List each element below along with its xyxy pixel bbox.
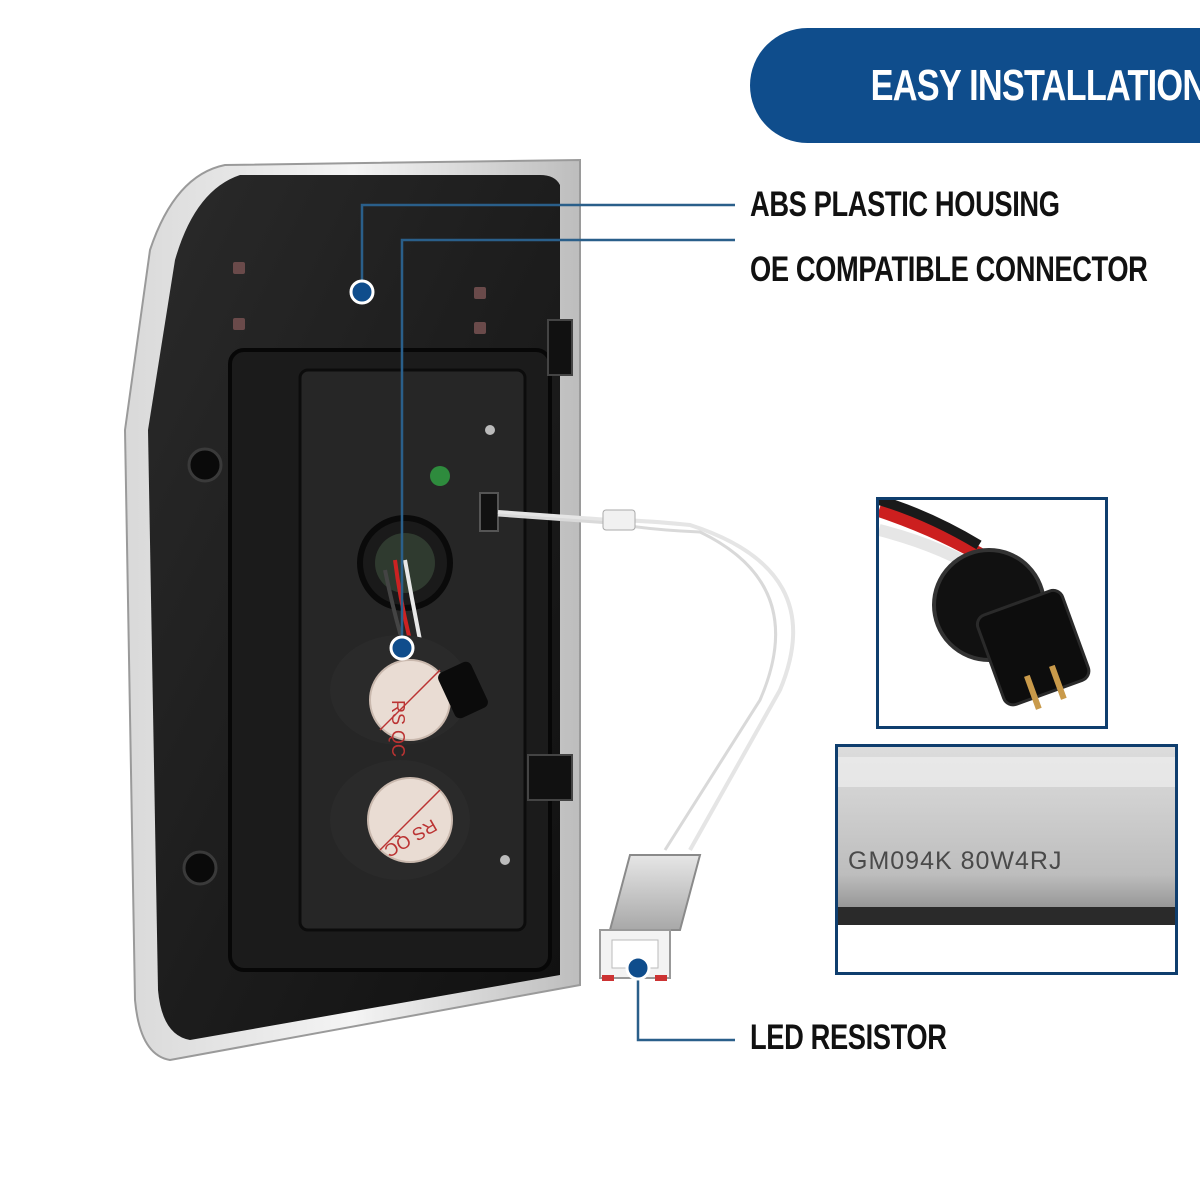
- pin: [474, 322, 486, 334]
- callout-label-connector: OE COMPATIBLE CONNECTOR: [750, 250, 1148, 289]
- callout-line-resistor: [636, 968, 735, 1042]
- connector-closeup-image: [879, 500, 1105, 726]
- part-number-text: GM094K 80W4RJ: [848, 847, 1063, 875]
- mount-stud-top: [187, 447, 223, 483]
- callout-dot-connector: [389, 635, 415, 661]
- side-tab: [547, 319, 573, 376]
- callout-line-housing: [360, 203, 735, 292]
- callout-dot-resistor: [625, 955, 651, 981]
- led-resistor: [608, 854, 702, 931]
- inset-part-number: GM094K 80W4RJ: [835, 744, 1178, 975]
- pin: [474, 287, 486, 299]
- callout-dot-housing: [349, 279, 375, 305]
- pin: [233, 318, 245, 330]
- callout-label-housing: ABS PLASTIC HOUSING: [750, 185, 1060, 224]
- green-qc-sticker: [430, 466, 450, 486]
- oe-connector: [438, 661, 488, 719]
- callout-label-resistor: LED RESISTOR: [750, 1018, 947, 1057]
- svg-text:RS QC: RS QC: [388, 700, 408, 757]
- side-tab: [527, 754, 573, 801]
- mount-stud-bottom: [182, 850, 218, 886]
- callout-line-connector: [400, 238, 735, 648]
- pin: [233, 262, 245, 274]
- inset-connector-closeup: [876, 497, 1108, 729]
- header-banner: EASY INSTALLATION: [750, 28, 1200, 143]
- banner-title: EASY INSTALLATION: [870, 61, 1200, 110]
